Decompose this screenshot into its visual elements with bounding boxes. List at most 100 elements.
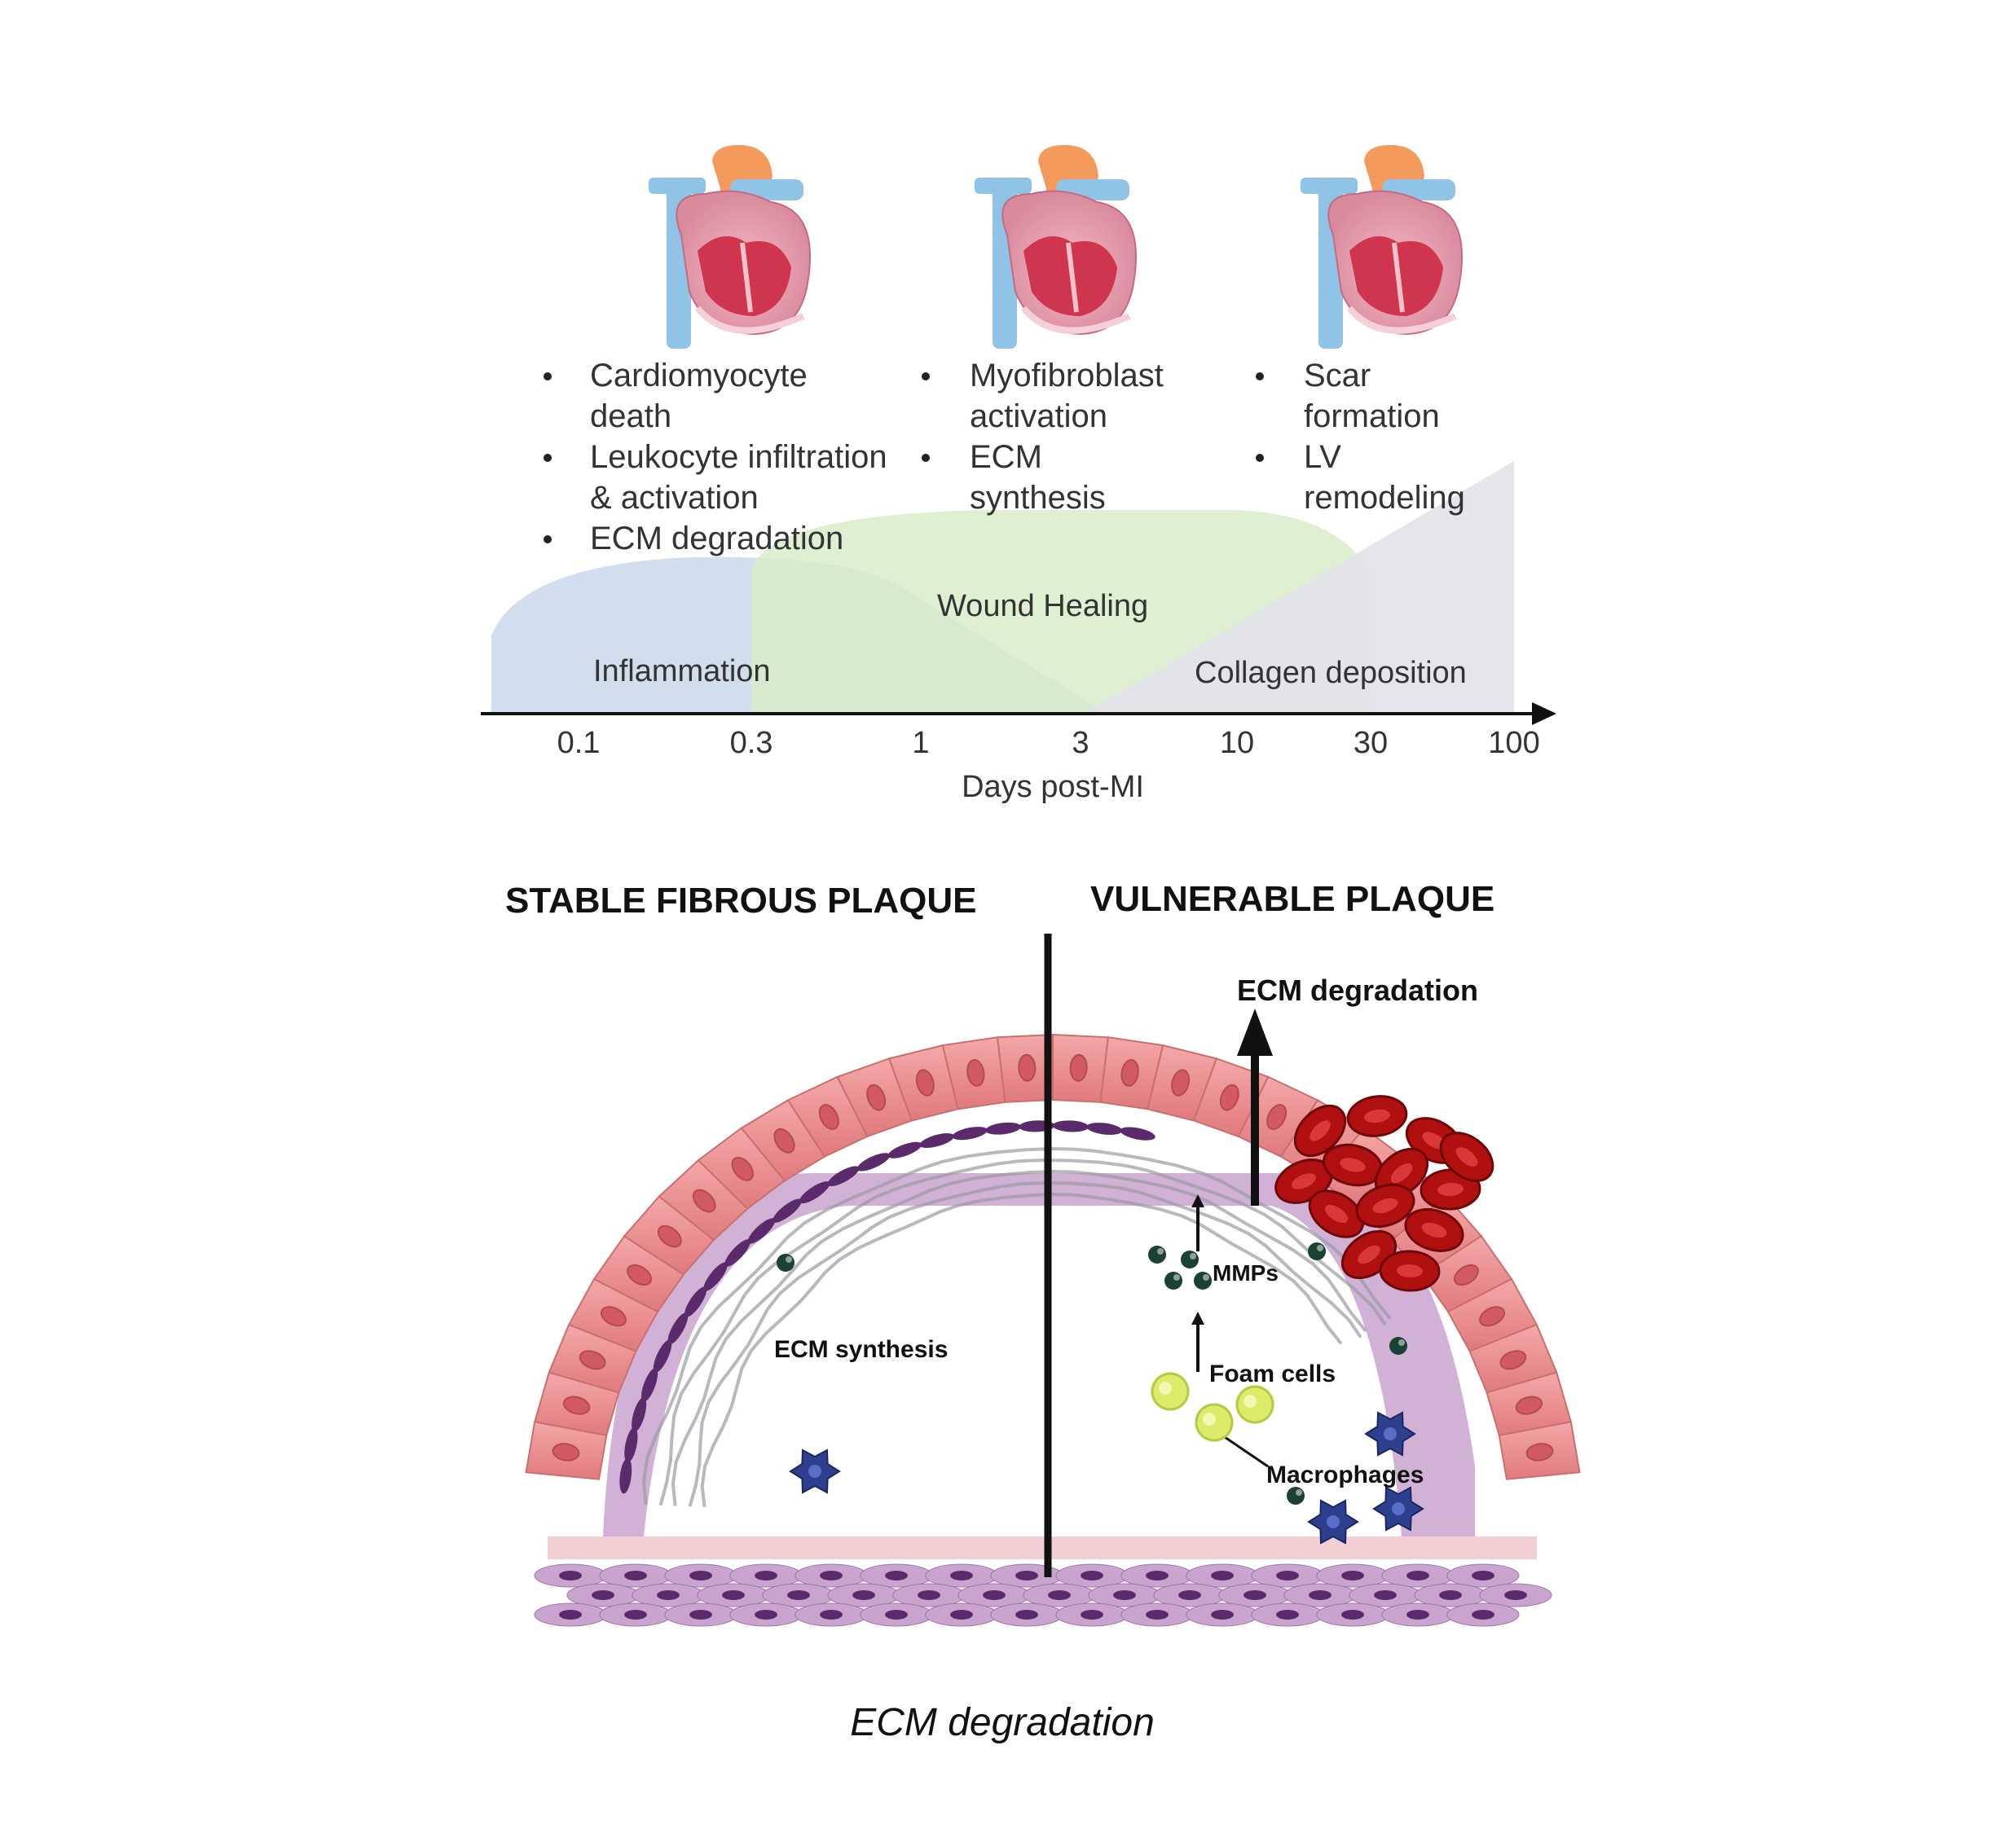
mmp-highlight xyxy=(1157,1248,1164,1255)
heart-icon-2 xyxy=(975,145,1136,349)
media-cell-nucleus xyxy=(1341,1571,1364,1580)
media-cell-nucleus xyxy=(1211,1571,1234,1580)
cell-nucleus xyxy=(731,1156,754,1181)
media-cell-nucleus xyxy=(624,1571,647,1580)
smooth-muscle-nucleus xyxy=(1120,1127,1155,1141)
media-cell-nucleus xyxy=(689,1610,712,1620)
mmp-molecule xyxy=(1308,1242,1326,1260)
media-cell-nucleus xyxy=(1406,1571,1429,1580)
smooth-muscle-nucleus xyxy=(703,1262,728,1291)
cell-nucleus xyxy=(818,1104,839,1130)
bullet-text: LV xyxy=(1304,439,1341,475)
smooth-muscle-nucleus xyxy=(684,1286,707,1317)
smooth-muscle-nucleus xyxy=(624,1427,638,1463)
axis-tick-label: 0.3 xyxy=(730,726,773,760)
vulnerable-plaque-title: VULNERABLE PLAQUE xyxy=(1090,879,1494,919)
smooth-muscle-nucleus xyxy=(667,1312,689,1345)
media-cell-nucleus xyxy=(1015,1571,1038,1580)
media-cell-nucleus xyxy=(755,1571,777,1580)
media-cell-nucleus xyxy=(1243,1590,1266,1600)
cell-nucleus xyxy=(966,1059,985,1087)
mmp-arrowhead xyxy=(1191,1194,1204,1207)
macrophages-label: Macrophages xyxy=(1266,1462,1424,1488)
macrophage-nucleus xyxy=(1327,1515,1340,1528)
macrophage-cells xyxy=(789,1411,1424,1545)
smooth-muscle-nucleus xyxy=(952,1127,988,1141)
media-cell-nucleus xyxy=(820,1571,843,1580)
collagen-region xyxy=(1084,461,1514,714)
stable-plaque-title: STABLE FIBROUS PLAQUE xyxy=(505,881,977,921)
foam-cells xyxy=(1151,1372,1274,1442)
bullet-dot xyxy=(922,454,930,462)
cell-nucleus xyxy=(1171,1069,1191,1097)
rbc-center xyxy=(1437,1182,1464,1197)
media-cell-nucleus xyxy=(1341,1610,1364,1620)
media-cell-nucleus xyxy=(1146,1610,1169,1620)
media-cell-nucleus xyxy=(755,1610,777,1620)
mmp-highlight xyxy=(786,1256,792,1263)
media-cell-nucleus xyxy=(820,1610,843,1620)
axis-arrowhead xyxy=(1532,702,1556,725)
foam-cell-droplet xyxy=(1159,1382,1172,1395)
macrophage-nucleus xyxy=(1392,1502,1405,1515)
ecm-degradation-label: ECM degradation xyxy=(1237,974,1478,1007)
media-layer xyxy=(534,1563,1552,1627)
mmp-molecule xyxy=(777,1254,795,1272)
media-cell-nucleus xyxy=(950,1571,973,1580)
bullet-text: formation xyxy=(1304,398,1440,434)
media-cell-nucleus xyxy=(559,1571,582,1580)
rbc-center xyxy=(1364,1109,1390,1123)
media-cell-nucleus xyxy=(689,1571,712,1580)
smooth-muscle-nucleus xyxy=(773,1198,802,1223)
media-cell-nucleus xyxy=(1276,1571,1299,1580)
mmps-label: MMPs xyxy=(1213,1260,1279,1286)
media-cell-nucleus xyxy=(1015,1610,1038,1620)
cell-nucleus xyxy=(1525,1443,1554,1462)
macrophage-nucleus xyxy=(808,1465,821,1478)
bullet-dot xyxy=(544,454,552,462)
smooth-muscle-nucleus xyxy=(985,1122,1021,1135)
smooth-muscle-nucleus xyxy=(632,1397,647,1432)
rbc-center xyxy=(1340,1158,1366,1172)
media-cell-nucleus xyxy=(1081,1571,1103,1580)
bullet-dot xyxy=(1256,372,1264,380)
mmp-molecule xyxy=(1181,1251,1199,1268)
wound-healing-label: Wound Healing xyxy=(937,589,1148,623)
mmp-molecule xyxy=(1287,1487,1305,1505)
smooth-muscle-nucleus xyxy=(1052,1120,1089,1132)
smooth-muscle-nucleus xyxy=(919,1133,955,1149)
cell-nucleus xyxy=(1018,1053,1037,1082)
media-cell-nucleus xyxy=(1211,1610,1234,1620)
media-cell-nucleus xyxy=(1309,1590,1332,1600)
collagen-fiber xyxy=(700,1192,1343,1508)
thrombus-rbc-cluster xyxy=(1274,1095,1494,1292)
media-cell-nucleus xyxy=(722,1590,745,1600)
mmp-molecule xyxy=(1164,1272,1182,1290)
media-cell-nucleus xyxy=(1081,1610,1103,1620)
cell-nucleus xyxy=(1453,1264,1479,1286)
axis-tick-label: 100 xyxy=(1488,726,1539,760)
bullet-dot xyxy=(1256,454,1264,462)
rbc-center xyxy=(1421,1222,1447,1238)
mmp-highlight xyxy=(1296,1489,1302,1496)
media-cell-nucleus xyxy=(950,1610,973,1620)
media-cell-nucleus xyxy=(1276,1610,1299,1620)
bullet-text: death xyxy=(590,398,671,434)
bullet-text: activation xyxy=(970,398,1107,434)
smooth-muscle-nucleus xyxy=(887,1141,922,1158)
media-cell-nucleus xyxy=(1472,1571,1494,1580)
bullet-text: Cardiomyocyte xyxy=(590,358,808,393)
collagen-fibers xyxy=(642,1146,1392,1508)
media-cell-nucleus xyxy=(787,1590,810,1600)
media-cell-nucleus xyxy=(1113,1590,1136,1600)
bullet-text: ECM xyxy=(970,439,1042,475)
bullet-text: Leukocyte infiltration xyxy=(590,439,887,475)
cell-nucleus xyxy=(600,1306,627,1327)
collagen-fiber xyxy=(642,1146,1392,1506)
axis-tick-label: 0.1 xyxy=(557,726,601,760)
cell-nucleus xyxy=(1069,1053,1088,1082)
mmp-highlight xyxy=(1173,1274,1180,1281)
